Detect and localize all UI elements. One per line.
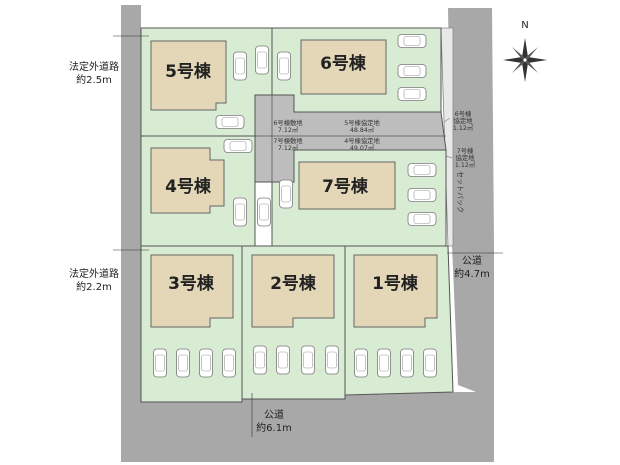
easement-7-area: 7.12㎡: [278, 143, 299, 152]
building-4: [150, 147, 225, 214]
car-icon: [253, 345, 267, 375]
road-right-line1: 公道: [462, 254, 482, 267]
car-icon: [223, 139, 253, 153]
building-6: [300, 39, 387, 95]
road-bottom-line2: 約6.1m: [256, 421, 292, 434]
easement-6-area: 7.12㎡: [278, 125, 299, 134]
building-7-label: 7号棟: [322, 176, 369, 197]
car-icon: [279, 179, 293, 209]
road-bottom-line1: 公道: [264, 408, 284, 421]
car-icon: [255, 45, 269, 75]
easement-7r-name1: 7号棟: [457, 146, 474, 155]
building-1-label: 1号棟: [372, 273, 419, 294]
easement-6r-area: 1.12㎡: [453, 123, 474, 132]
easement-7r-name2: 協定地: [456, 153, 476, 162]
easement-7r-leader: [445, 155, 453, 159]
car-icon: [423, 348, 437, 378]
car-icon: [233, 51, 247, 81]
compass-north-label: N: [521, 20, 528, 31]
buildings: [150, 39, 438, 328]
car-icon: [301, 345, 315, 375]
road-left-upper-line2: 約2.5m: [76, 73, 112, 86]
easement-6r-name2: 協定地: [454, 116, 474, 125]
building-6-label: 6号棟: [320, 53, 367, 74]
compass-icon: [503, 38, 547, 82]
car-icon: [176, 348, 190, 378]
road-left-lower-line2: 約2.2m: [76, 280, 112, 293]
car-icon: [277, 51, 291, 81]
road-right-line2: 約4.7m: [454, 267, 490, 280]
car-icon: [400, 348, 414, 378]
car-icon: [276, 345, 290, 375]
car-icon: [233, 197, 247, 227]
easement-5-name: 5号棟協定地: [344, 118, 380, 127]
parking-cars: [153, 34, 437, 378]
car-icon: [199, 348, 213, 378]
easement-6r-name1: 6号棟: [455, 109, 472, 118]
easement-6-name: 6号棟敷地: [273, 118, 303, 127]
building-4-label: 4号棟: [165, 176, 212, 197]
building-2-label: 2号棟: [270, 273, 317, 294]
car-icon: [397, 34, 427, 48]
building-2: [251, 254, 335, 328]
easement-6r-leader: [443, 117, 451, 123]
road-left-upper-line1: 法定外道路: [69, 60, 119, 73]
easement-4-name: 4号棟協定地: [344, 136, 380, 145]
car-icon: [153, 348, 167, 378]
car-icon: [407, 188, 437, 202]
car-icon: [397, 64, 427, 78]
car-icon: [257, 197, 271, 227]
easement-7-name: 7号棟敷地: [273, 136, 303, 145]
car-icon: [354, 348, 368, 378]
easement-7r-area: 1.12㎡: [455, 160, 476, 169]
right-road: [448, 8, 494, 392]
car-icon: [377, 348, 391, 378]
shared-lane: [254, 94, 447, 183]
left-road: [121, 5, 141, 402]
car-icon: [325, 345, 339, 375]
building-5-label: 5号棟: [165, 61, 212, 82]
building-3: [150, 254, 234, 328]
building-3-label: 3号棟: [168, 273, 215, 294]
car-icon: [215, 115, 245, 129]
bottom-road: [121, 392, 494, 462]
easement-4-area: 49.07㎡: [350, 143, 375, 152]
easement-5-area: 48.84㎡: [350, 125, 375, 134]
building-1: [353, 254, 438, 328]
car-icon: [407, 163, 437, 177]
car-icon: [407, 212, 437, 226]
building-5: [150, 40, 227, 111]
car-icon: [222, 348, 236, 378]
road-left-lower-line1: 法定外道路: [69, 267, 119, 280]
car-icon: [397, 87, 427, 101]
building-7: [298, 161, 396, 210]
setback-label: セットバック: [456, 171, 464, 213]
